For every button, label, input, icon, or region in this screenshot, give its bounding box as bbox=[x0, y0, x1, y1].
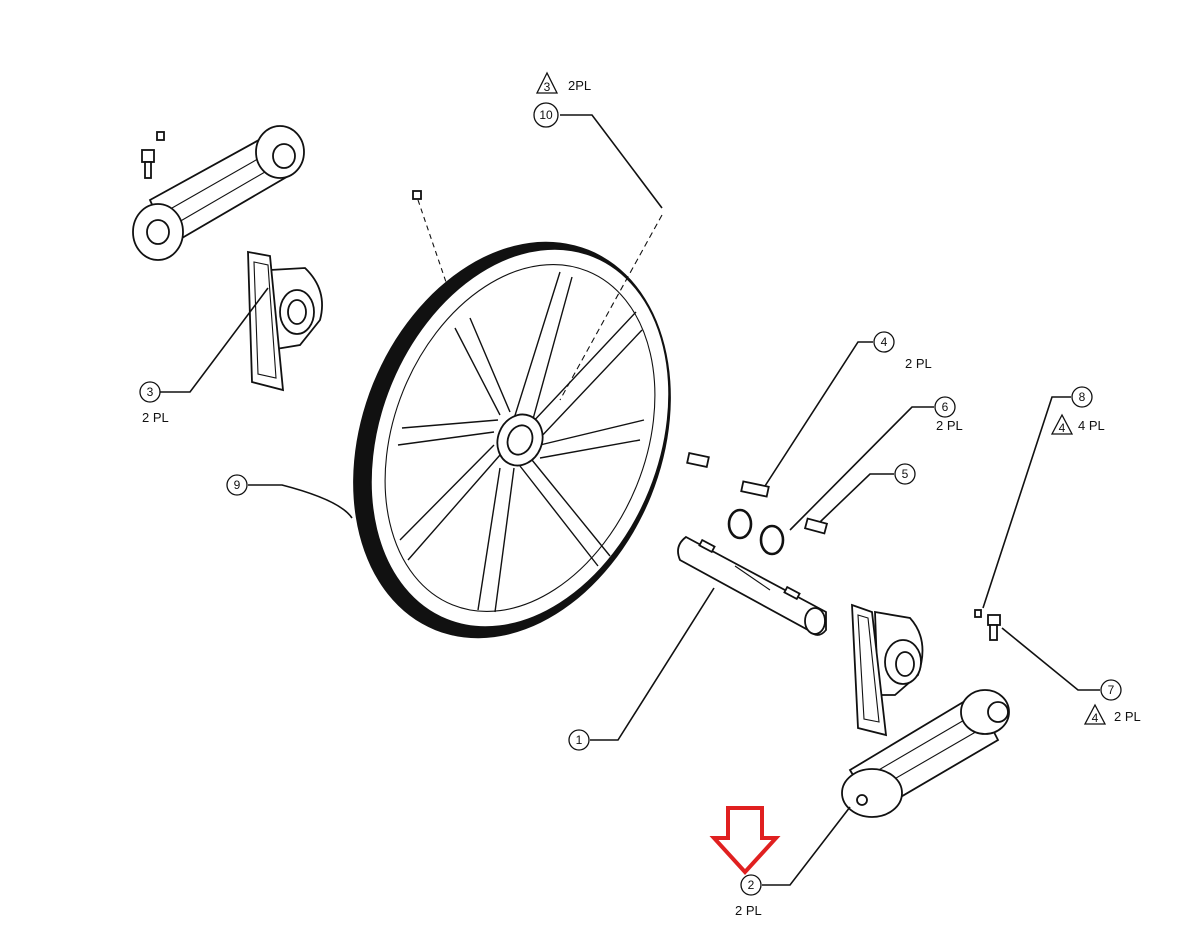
balloon-5-number: 5 bbox=[902, 467, 909, 481]
crank-arm-upper-left bbox=[132, 125, 305, 261]
balloon-6-qty: 2 PL bbox=[936, 418, 963, 433]
balloon-9-number: 9 bbox=[234, 478, 241, 492]
balloon-7-qty: 2 PL bbox=[1114, 709, 1141, 724]
balloon-10: 10 3 2PL bbox=[533, 71, 591, 128]
key-part-loose bbox=[686, 451, 710, 469]
balloon-1: 1 bbox=[568, 729, 590, 751]
crank-arm-lower-right bbox=[841, 689, 1010, 818]
balloon-10-number: 10 bbox=[539, 108, 553, 122]
highlight-arrow-icon bbox=[709, 806, 781, 875]
balloon-8-number: 8 bbox=[1079, 390, 1086, 404]
key-part-5 bbox=[803, 517, 829, 535]
balloon-6: 6 2 PL bbox=[934, 396, 963, 433]
balloon-10-qty: 2PL bbox=[568, 78, 591, 93]
balloon-9: 9 bbox=[226, 474, 248, 496]
balloon-10-note: 3 bbox=[544, 80, 551, 94]
balloon-4-qty: 2 PL bbox=[905, 356, 932, 371]
balloon-6-number: 6 bbox=[942, 400, 949, 414]
balloon-7-note: 4 bbox=[1092, 711, 1099, 725]
key-part-4 bbox=[740, 480, 770, 498]
balloon-8-note: 4 bbox=[1059, 421, 1066, 435]
bearing-block-upper-left bbox=[247, 250, 323, 392]
balloon-2: 2 2 PL bbox=[735, 874, 762, 918]
balloon-7: 7 4 2 PL bbox=[1083, 679, 1141, 725]
balloon-2-number: 2 bbox=[748, 878, 755, 892]
balloon-4: 4 2 PL bbox=[873, 331, 932, 371]
cap-screw-upper-left bbox=[141, 131, 165, 179]
balloon-3: 3 2 PL bbox=[139, 381, 169, 425]
leader-lines bbox=[160, 114, 1100, 886]
balloon-3-number: 3 bbox=[147, 385, 154, 399]
balloon-4-number: 4 bbox=[881, 335, 888, 349]
cap-screw-lower-right bbox=[974, 609, 1001, 641]
flywheel-part bbox=[353, 241, 671, 639]
retaining-ring-part-6 bbox=[727, 508, 785, 556]
balloon-5: 5 bbox=[894, 463, 916, 485]
balloon-8-qty: 4 PL bbox=[1078, 418, 1105, 433]
balloon-8: 8 4 4 PL bbox=[1050, 386, 1105, 435]
balloon-1-number: 1 bbox=[576, 733, 583, 747]
shaft-part bbox=[677, 535, 827, 636]
balloon-3-qty: 2 PL bbox=[142, 410, 169, 425]
set-screw-part bbox=[412, 190, 447, 283]
balloon-7-number: 7 bbox=[1108, 683, 1115, 697]
balloon-2-qty: 2 PL bbox=[735, 903, 762, 918]
bearing-block-lower-right bbox=[851, 603, 924, 737]
